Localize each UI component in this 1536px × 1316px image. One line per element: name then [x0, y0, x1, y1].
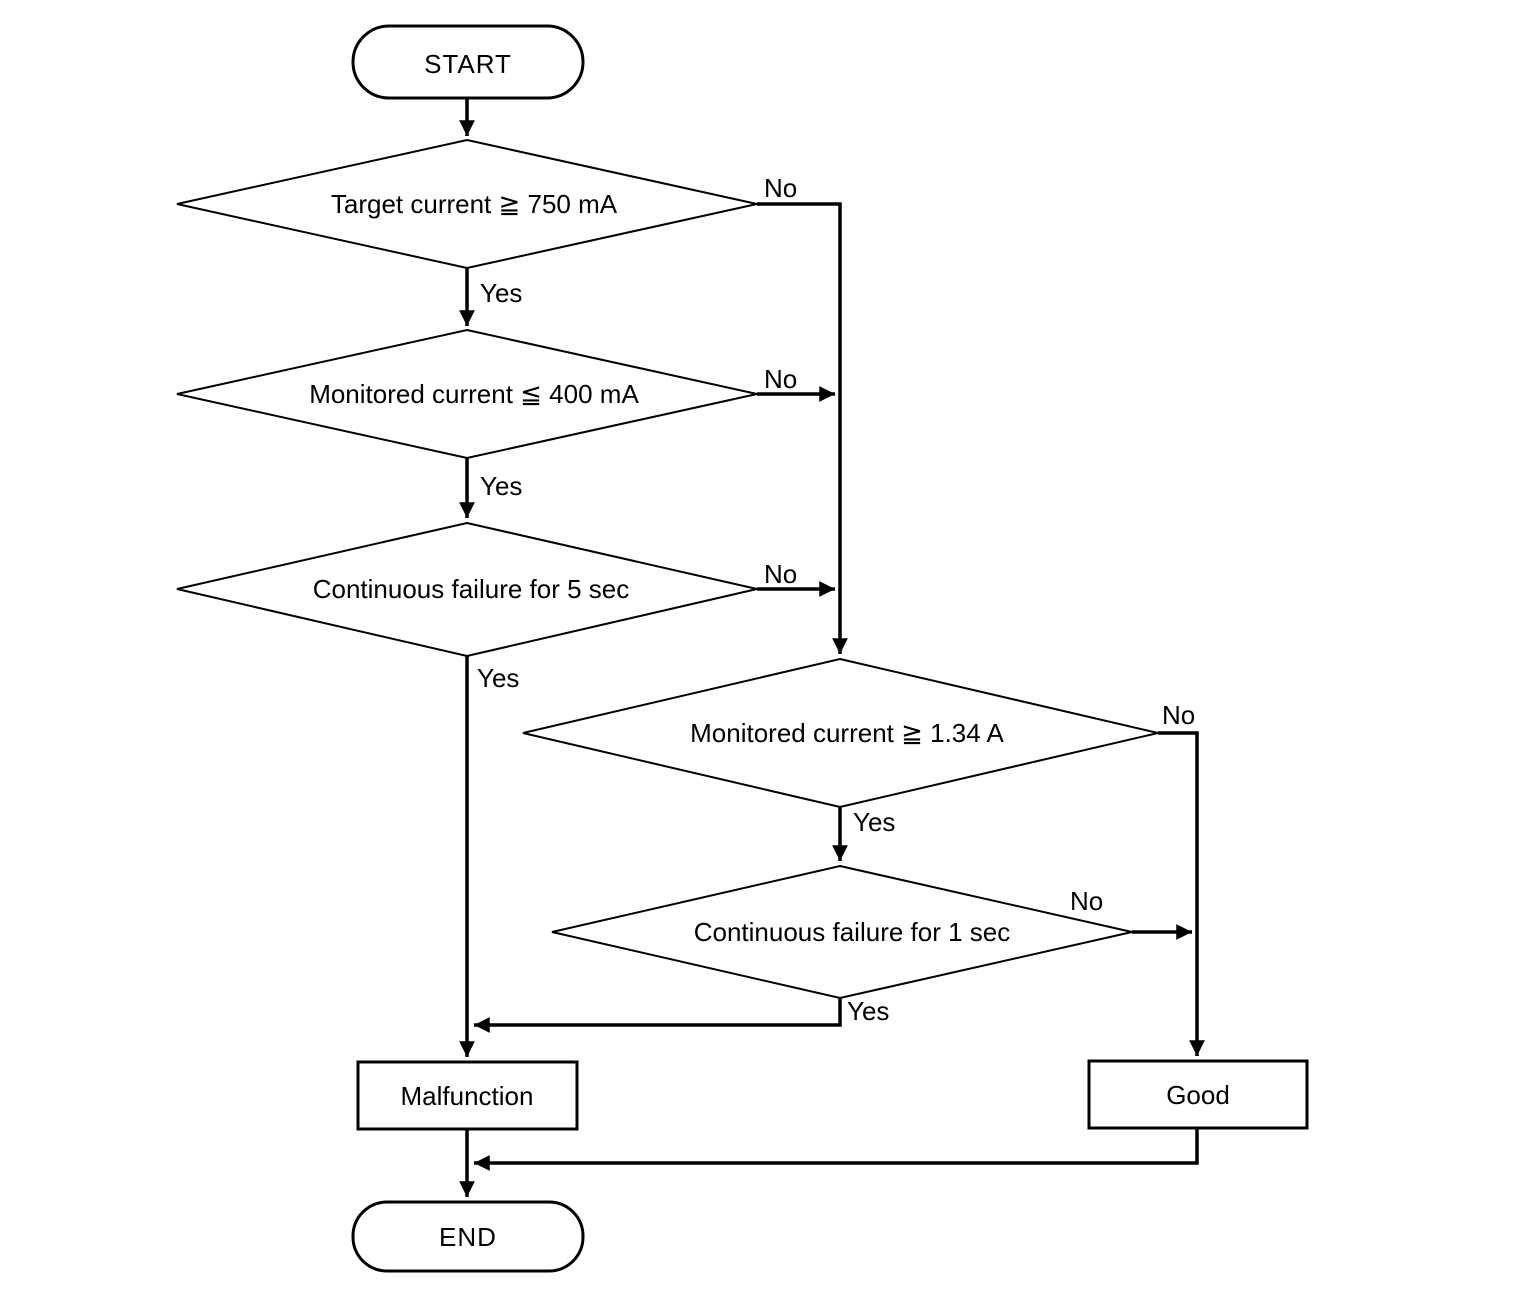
label-d4-no: No	[1162, 700, 1195, 730]
malfunction-label: Malfunction	[401, 1081, 534, 1111]
start-label: START	[424, 49, 512, 79]
good-box	[1087, 1059, 1309, 1130]
label-d5-no: No	[1070, 886, 1103, 916]
edge-good-to-end-merge	[474, 1128, 1199, 1171]
decision-continuous-failure-1sec	[551, 864, 1133, 1000]
edge-d1-no-merge-rail	[757, 202, 848, 654]
decision-monitored-current-400	[176, 328, 758, 460]
decision-continuous-failure-5sec	[176, 521, 758, 658]
edge-d5-yes-merge	[474, 998, 842, 1033]
label-d5-yes: Yes	[847, 996, 889, 1026]
label-d3-no: No	[764, 559, 797, 589]
decision-continuous-failure-1sec-label: Continuous failure for 1 sec	[694, 917, 1011, 947]
decision-continuous-failure-5sec-label: Continuous failure for 5 sec	[313, 574, 630, 604]
decision-target-current-label: Target current ≧ 750 mA	[331, 189, 618, 219]
label-d2-no: No	[764, 364, 797, 394]
decision-monitored-current-400-label: Monitored current ≦ 400 mA	[309, 379, 639, 409]
label-d2-yes: Yes	[480, 471, 522, 501]
edge-d4-no-to-good	[1158, 731, 1205, 1056]
end-terminal	[351, 1200, 585, 1273]
decision-target-current	[176, 138, 758, 270]
malfunction-box	[356, 1060, 579, 1131]
decision-monitored-current-134-label: Monitored current ≧ 1.34 A	[690, 718, 1004, 748]
label-d1-yes: Yes	[480, 278, 522, 308]
start-terminal	[351, 24, 585, 100]
good-label: Good	[1166, 1080, 1230, 1110]
end-label: END	[439, 1222, 497, 1252]
label-d4-yes: Yes	[853, 807, 895, 837]
label-d1-no: No	[764, 173, 797, 203]
decision-monitored-current-134	[522, 657, 1159, 809]
label-d3-yes: Yes	[477, 663, 519, 693]
